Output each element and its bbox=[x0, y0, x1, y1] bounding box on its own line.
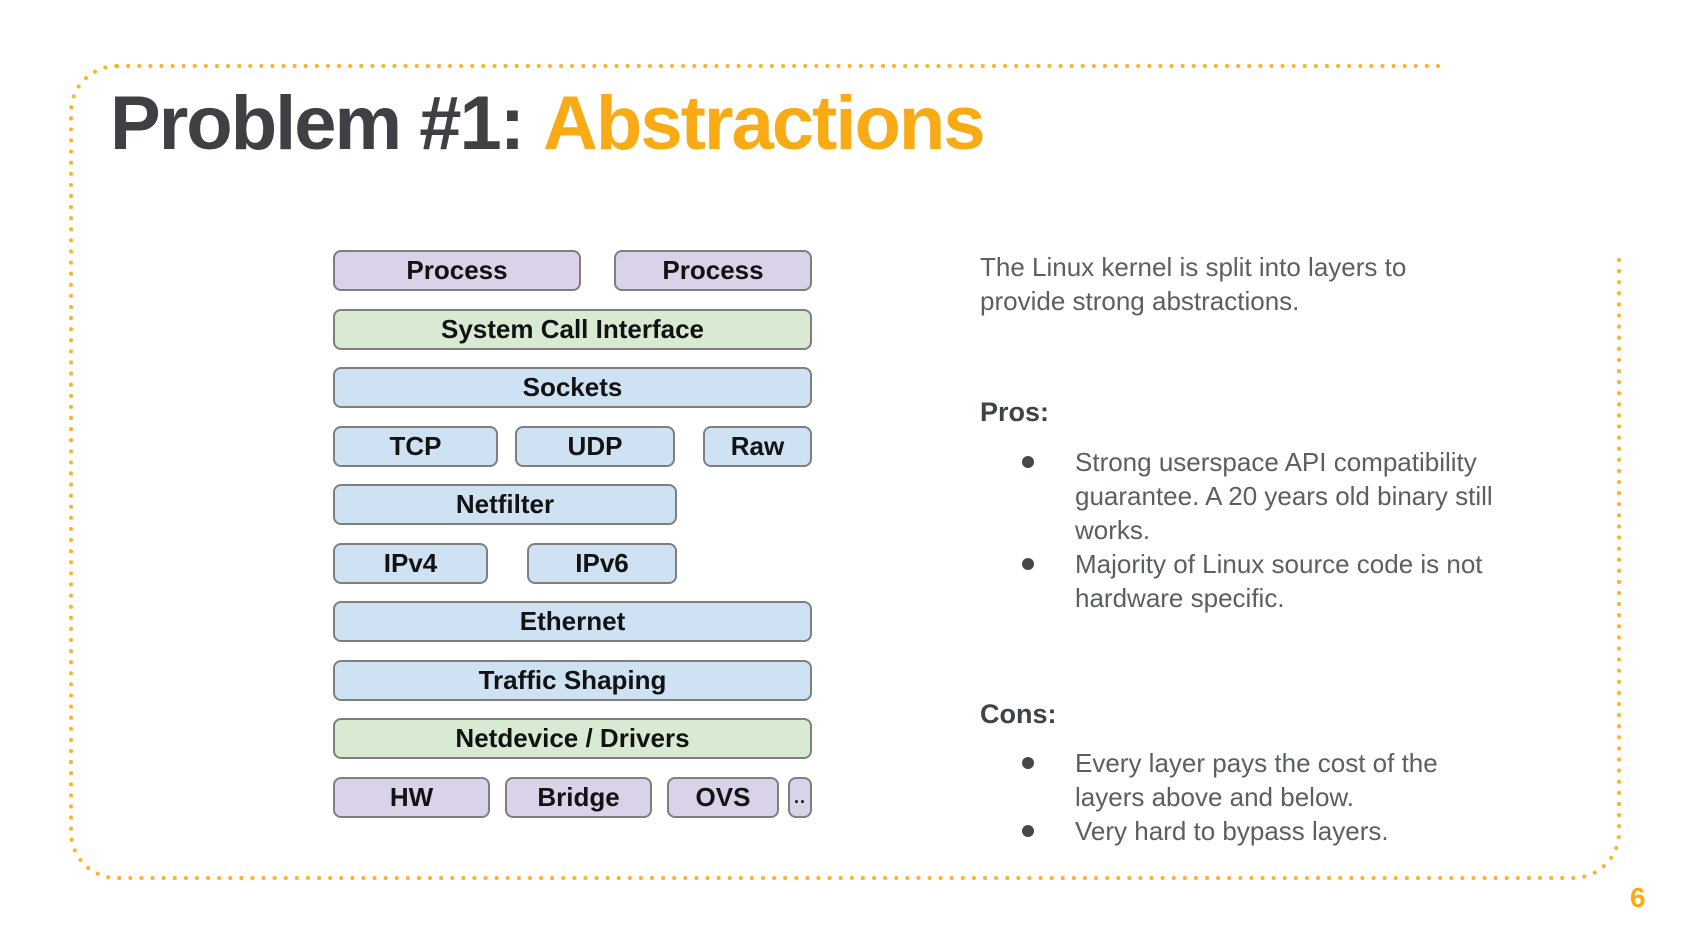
page-title: Problem #1:Abstractions bbox=[110, 86, 986, 162]
layer-box-udp: UDP bbox=[515, 426, 675, 467]
border-gap-right bbox=[1606, 56, 1652, 254]
title-accent: Abstractions bbox=[543, 81, 986, 166]
layer-box-process-1: Process bbox=[333, 250, 581, 291]
bullet-line: Strong userspace API compatibility bbox=[1075, 447, 1477, 477]
layer-box-sockets: Sockets bbox=[333, 367, 812, 408]
intro-line: The Linux kernel is split into layers to bbox=[980, 252, 1407, 282]
bullet-line: layers above and below. bbox=[1075, 782, 1354, 812]
layer-box-netdevice-drivers: Netdevice / Drivers bbox=[333, 718, 812, 759]
bullet-line: hardware specific. bbox=[1075, 583, 1285, 613]
bullet-line: guarantee. A 20 years old binary still bbox=[1075, 481, 1493, 511]
layer-box-bridge: Bridge bbox=[505, 777, 652, 818]
layer-box-ovs: OVS bbox=[667, 777, 779, 818]
bullet-line: Very hard to bypass layers. bbox=[1075, 816, 1389, 846]
bullet-marker bbox=[1022, 456, 1034, 468]
bullet-marker bbox=[1022, 558, 1034, 570]
layer-box-hw: HW bbox=[333, 777, 490, 818]
list-item: Every layer pays the cost of the layers … bbox=[1010, 746, 1438, 814]
layer-box-process-2: Process bbox=[614, 250, 812, 291]
list-item: Majority of Linux source code is not har… bbox=[1010, 547, 1493, 615]
list-item: Strong userspace API compatibility guara… bbox=[1010, 445, 1493, 547]
bullet-line: Majority of Linux source code is not bbox=[1075, 549, 1483, 579]
cons-heading: Cons: bbox=[980, 699, 1057, 729]
layer-box-tcp: TCP bbox=[333, 426, 498, 467]
layer-box-raw: Raw bbox=[703, 426, 812, 467]
layer-box-ipv6: IPv6 bbox=[527, 543, 677, 584]
layer-box-system-call-interface: System Call Interface bbox=[333, 309, 812, 350]
layer-box-netfilter: Netfilter bbox=[333, 484, 677, 525]
layer-box-ethernet: Ethernet bbox=[333, 601, 812, 642]
list-item: Very hard to bypass layers. bbox=[1010, 814, 1438, 848]
layer-box-ipv4: IPv4 bbox=[333, 543, 488, 584]
intro-line: provide strong abstractions. bbox=[980, 286, 1300, 316]
bullet-marker bbox=[1022, 757, 1034, 769]
intro-paragraph: The Linux kernel is split into layers to… bbox=[980, 250, 1406, 318]
title-prefix: Problem #1: bbox=[110, 81, 525, 166]
bullet-line: works. bbox=[1075, 515, 1151, 545]
pros-bullet-list: Strong userspace API compatibility guara… bbox=[1010, 445, 1493, 615]
page-number: 6 bbox=[1630, 882, 1646, 913]
layer-box-ellipsis: .. bbox=[788, 777, 812, 818]
bullet-line: Every layer pays the cost of the bbox=[1075, 748, 1438, 778]
bullet-marker bbox=[1022, 825, 1034, 837]
cons-bullet-list: Every layer pays the cost of the layers … bbox=[1010, 746, 1438, 848]
pros-heading: Pros: bbox=[980, 397, 1050, 427]
layer-box-traffic-shaping: Traffic Shaping bbox=[333, 660, 812, 701]
